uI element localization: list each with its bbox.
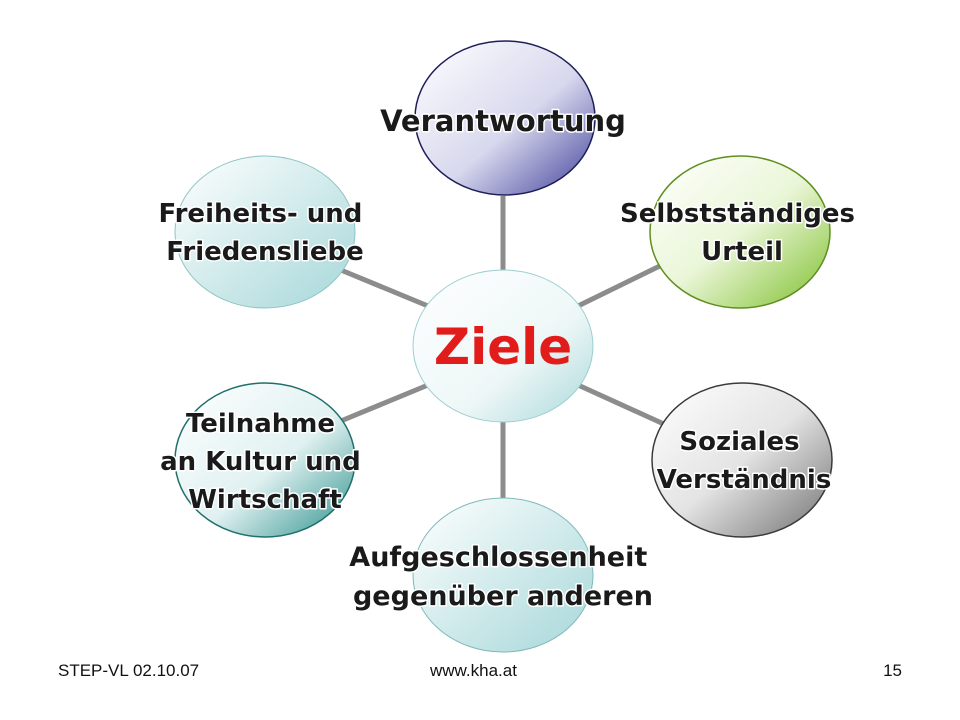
label-soziales-verstaendnis-line-2: Verständnis bbox=[657, 465, 832, 495]
label-soziales-verstaendnis-line-1: Soziales bbox=[679, 427, 799, 457]
node-freiheits-und-friedensliebe: Freiheits- und Friedensliebe bbox=[157, 155, 372, 309]
footer-course-date: STEP-VL 02.10.07 bbox=[58, 661, 200, 680]
label-selbststaendiges-urteil-line-1: Selbstständiges bbox=[620, 199, 855, 229]
label-freiheits-und-friedensliebe-line-2: Friedensliebe bbox=[166, 237, 363, 267]
connector-soziales-verstaendnis bbox=[576, 382, 668, 428]
goals-diagram: Verantwortung Selbstständiges Urteil Soz… bbox=[157, 40, 864, 653]
label-selbststaendiges-urteil-line-2: Urteil bbox=[701, 237, 783, 267]
svg-text:Aufgeschlossenheit gegen: Aufgeschlossenheit gegenüber anderen bbox=[349, 542, 656, 612]
label-teilnahme-line-2: an Kultur und bbox=[160, 447, 361, 477]
label-teilnahme-line-3: Wirtschaft bbox=[188, 485, 342, 515]
label-freiheits-und-friedensliebe-line-1: Freiheits- und bbox=[159, 199, 363, 229]
svg-text:Teilnahme an Kultur und: Teilnahme an Kultur und Wirtschaft bbox=[160, 409, 370, 515]
label-aufgeschlossenheit-line-1: Aufgeschlossenheit bbox=[349, 542, 647, 573]
label-aufgeschlossenheit-line-2: gegenüber anderen bbox=[353, 581, 653, 612]
connector-selbststaendiges-urteil bbox=[576, 259, 670, 309]
node-teilnahme: Teilnahme an Kultur und Wirtschaft bbox=[159, 382, 370, 538]
circle-soziales-verstaendnis bbox=[651, 382, 833, 538]
circle-selbststaendiges-urteil bbox=[649, 155, 831, 309]
svg-text:Freiheits- und Friedensl: Freiheits- und Friedensliebe bbox=[159, 199, 372, 267]
node-aufgeschlossenheit: Aufgeschlossenheit gegenüber anderen bbox=[348, 497, 656, 653]
connector-freiheits-und-friedensliebe bbox=[335, 265, 429, 309]
circle-verantwortung bbox=[414, 40, 596, 196]
circle-teilnahme bbox=[174, 382, 356, 538]
center-label: Ziele bbox=[434, 318, 572, 376]
svg-text:Selbstständiges Urteil: Selbstständiges Urteil bbox=[620, 199, 864, 267]
label-teilnahme-line-1: Teilnahme bbox=[186, 409, 335, 439]
node-selbststaendiges-urteil: Selbstständiges Urteil bbox=[618, 155, 864, 309]
connector-teilnahme bbox=[335, 382, 429, 426]
svg-text:Soziales Verständnis: Soziales Verständnis bbox=[657, 427, 832, 495]
center-node: Ziele bbox=[412, 269, 594, 423]
label-verantwortung-line-1: Verantwortung bbox=[380, 104, 626, 138]
circle-freiheits-und-friedensliebe bbox=[174, 155, 356, 309]
node-soziales-verstaendnis: Soziales Verständnis bbox=[651, 382, 833, 538]
center-circle bbox=[412, 269, 594, 423]
footer-website: www.kha.at bbox=[430, 661, 517, 680]
circle-aufgeschlossenheit bbox=[412, 497, 594, 653]
connectors bbox=[335, 196, 670, 498]
node-verantwortung: Verantwortung bbox=[379, 40, 627, 196]
footer-page-number: 15 bbox=[883, 661, 902, 680]
svg-text:Verantwortung: Verantwortung bbox=[380, 104, 626, 138]
